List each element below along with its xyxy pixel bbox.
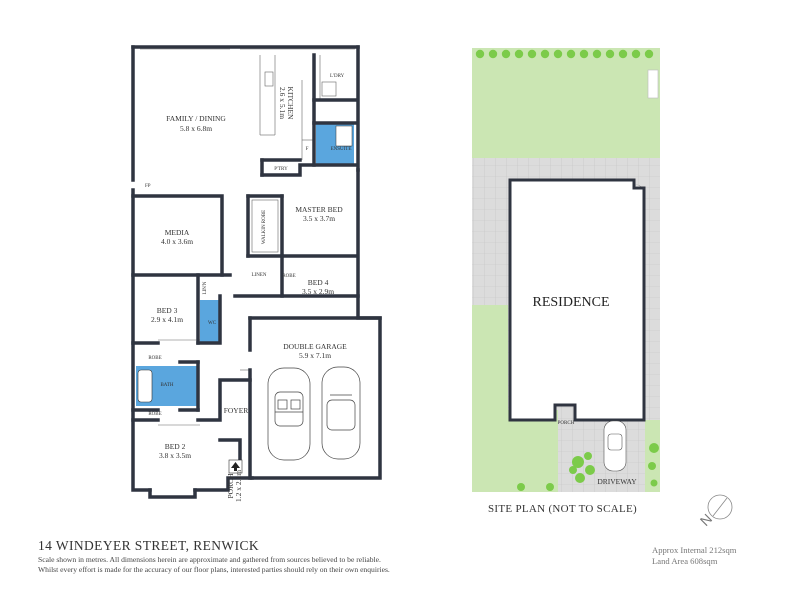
master-bed-label: MASTER BED bbox=[295, 205, 343, 214]
linen-closet-label: LIN'N bbox=[203, 281, 208, 294]
bath-tub bbox=[137, 369, 153, 403]
ensuite-shower bbox=[335, 125, 353, 147]
entry-arrow-icon bbox=[228, 459, 243, 474]
media-label: MEDIA bbox=[165, 228, 190, 237]
car-convertible bbox=[267, 367, 311, 461]
garage-label: DOUBLE GARAGE bbox=[283, 342, 347, 351]
site-porch-label: PORCH bbox=[558, 421, 575, 426]
hedge-trees bbox=[475, 49, 654, 59]
car-sedan bbox=[321, 366, 361, 460]
garage-size: 5.9 x 7.1m bbox=[299, 351, 331, 360]
site-lawn-front-left bbox=[472, 410, 558, 492]
site-lawn-side bbox=[472, 305, 508, 410]
robe-bed3-label: ROBE bbox=[148, 356, 161, 361]
walkin-robe-label: WALKIN ROBE bbox=[262, 210, 267, 244]
front-garden-trees bbox=[517, 443, 659, 491]
bed2-size: 3.8 x 3.5m bbox=[159, 451, 191, 460]
pantry-label: P'TRY bbox=[274, 167, 288, 172]
bath-label: BATH bbox=[160, 383, 173, 388]
land-area: Land Area 608sqm bbox=[652, 556, 718, 566]
media-size: 4.0 x 3.6m bbox=[161, 237, 193, 246]
water-tank bbox=[647, 69, 659, 99]
family-dining-size: 5.8 x 6.8m bbox=[180, 124, 212, 133]
driveway-label: DRIVEWAY bbox=[597, 477, 637, 486]
walls bbox=[131, 45, 382, 499]
site-lawn-back bbox=[472, 48, 660, 158]
bed3-label: BED 3 bbox=[157, 306, 178, 315]
family-dining-label: FAMILY / DINING bbox=[166, 114, 226, 123]
site-plan: WT RESIDENCE PORCH DRIVEWAY bbox=[472, 48, 660, 492]
wc-label: WC bbox=[208, 321, 217, 326]
robe-bed2-label: ROBE bbox=[148, 412, 161, 417]
disclaimer-line-2: Whilst every effort is made for the accu… bbox=[38, 565, 390, 574]
bed4-size: 3.5 x 2.9m bbox=[302, 287, 334, 296]
north-compass: N bbox=[697, 494, 733, 529]
master-bed-size: 3.5 x 3.7m bbox=[303, 214, 335, 223]
floor-plan: FAMILY / DINING 5.8 x 6.8m KITCHEN 2.6 x… bbox=[131, 45, 382, 502]
compass-label: N bbox=[697, 510, 715, 528]
bed3-size: 2.9 x 4.1m bbox=[151, 315, 183, 324]
fridge-label: F bbox=[306, 147, 309, 152]
bed2-label: BED 2 bbox=[165, 442, 186, 451]
site-plan-caption: SITE PLAN (NOT TO SCALE) bbox=[488, 503, 637, 515]
robe-label: ROBE bbox=[282, 274, 295, 279]
area-summary: Approx Internal 212sqm Land Area 608sqm bbox=[652, 545, 737, 567]
residence-label: RESIDENCE bbox=[533, 295, 610, 310]
residence-footprint bbox=[508, 178, 646, 422]
laundry-label: L'DRY bbox=[330, 74, 345, 79]
driveway-car bbox=[603, 420, 627, 472]
kitchen-size: 2.6 x 5.1m bbox=[278, 87, 287, 119]
compass-circle-icon bbox=[707, 494, 733, 520]
linen-label: LINEN bbox=[252, 273, 267, 278]
kitchen-label: KITCHEN bbox=[286, 87, 295, 120]
foyer-label: FOYER bbox=[224, 406, 249, 415]
internal-area: Approx Internal 212sqm bbox=[652, 545, 737, 555]
disclaimer: Scale shown in metres. All dimensions he… bbox=[38, 555, 458, 575]
disclaimer-line-1: Scale shown in metres. All dimensions he… bbox=[38, 555, 381, 564]
property-address: 14 WINDEYER STREET, RENWICK bbox=[38, 538, 260, 553]
porch-label: PORCH bbox=[226, 473, 235, 499]
porch-size: 1.2 x 2.1m bbox=[234, 470, 243, 502]
ensuite-label: ENSUITE bbox=[331, 147, 352, 152]
fireplace-label: FP bbox=[145, 184, 151, 189]
bed4-label: BED 4 bbox=[308, 278, 329, 287]
compass-needle-icon bbox=[712, 497, 728, 517]
site-lawn-front-right bbox=[645, 420, 660, 492]
wc-tiles bbox=[200, 300, 220, 342]
